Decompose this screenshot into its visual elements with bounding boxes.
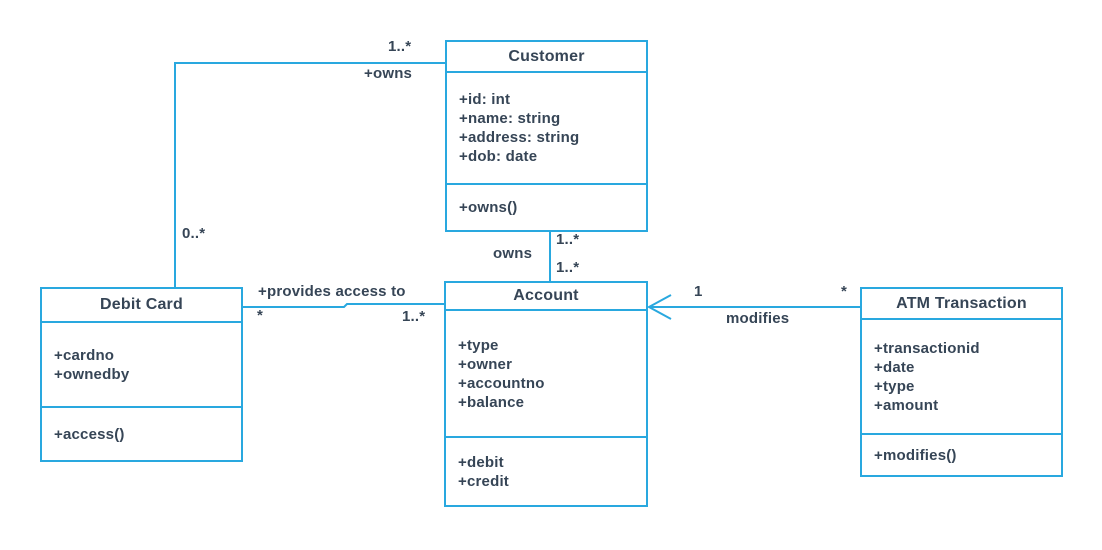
- association-label-owns-account: owns: [493, 245, 533, 262]
- association-label-modifies: modifies: [726, 310, 790, 327]
- attribute: +cardno: [54, 346, 115, 364]
- multiplicity-account-end-owns: 1..*: [556, 259, 580, 276]
- association-label-provides-access-to: +provides access to: [258, 283, 406, 300]
- attribute: +id: int: [459, 91, 511, 108]
- class-atm-transaction-attributes: +transactionid +date +type +amount: [862, 320, 1061, 435]
- class-account-attributes: +type +owner +accountno +balance: [446, 311, 646, 438]
- multiplicity-account-end-provides: 1..*: [402, 308, 426, 325]
- multiplicity-customer-end-owns-account: 1..*: [556, 231, 580, 248]
- class-debit-card[interactable]: Debit Card +cardno +ownedby +access(): [40, 287, 243, 462]
- association-customer-debitcard[interactable]: [174, 62, 445, 287]
- association-label-owns-debitcard: +owns: [364, 65, 413, 82]
- class-atm-transaction-methods: +modifies(): [862, 435, 1061, 475]
- class-account-title: Account: [446, 283, 646, 311]
- attribute: +type: [874, 377, 915, 395]
- method: +owns(): [459, 199, 518, 216]
- class-debit-card-methods: +access(): [42, 408, 241, 460]
- method: +debit: [458, 453, 504, 471]
- attribute: +owner: [458, 355, 513, 373]
- class-debit-card-title: Debit Card: [42, 289, 241, 323]
- class-atm-transaction[interactable]: ATM Transaction +transactionid +date +ty…: [860, 287, 1063, 477]
- attribute: +accountno: [458, 374, 545, 392]
- method: +access(): [54, 425, 125, 443]
- attribute: +balance: [458, 393, 525, 411]
- class-customer-methods: +owns(): [447, 185, 646, 230]
- class-debit-card-attributes: +cardno +ownedby: [42, 323, 241, 408]
- attribute: +amount: [874, 396, 939, 414]
- class-customer-attributes: +id: int +name: string +address: string …: [447, 73, 646, 185]
- attribute: +transactionid: [874, 339, 980, 357]
- multiplicity-debitcard-end-provides: *: [257, 307, 264, 324]
- association-debitcard-account[interactable]: [243, 303, 444, 308]
- attribute: +name: string: [459, 110, 561, 127]
- multiplicity-atm-end-modifies: *: [841, 283, 848, 300]
- attribute: +date: [874, 358, 915, 376]
- attribute: +address: string: [459, 129, 580, 146]
- attribute: +ownedby: [54, 365, 130, 383]
- class-atm-transaction-title: ATM Transaction: [862, 289, 1061, 320]
- attribute: +dob: date: [459, 148, 538, 165]
- multiplicity-customer-end-owns-debitcard: 1..*: [388, 38, 412, 55]
- open-arrowhead-icon: [646, 294, 672, 320]
- class-customer[interactable]: Customer +id: int +name: string +address…: [445, 40, 648, 232]
- class-customer-title: Customer: [447, 42, 646, 73]
- multiplicity-debitcard-end-owns: 0..*: [182, 225, 206, 242]
- method: +credit: [458, 472, 510, 490]
- attribute: +type: [458, 336, 499, 354]
- method: +modifies(): [874, 446, 957, 464]
- class-account-methods: +debit +credit: [446, 438, 646, 505]
- multiplicity-account-end-modifies: 1: [694, 283, 703, 300]
- class-account[interactable]: Account +type +owner +accountno +balance…: [444, 281, 648, 507]
